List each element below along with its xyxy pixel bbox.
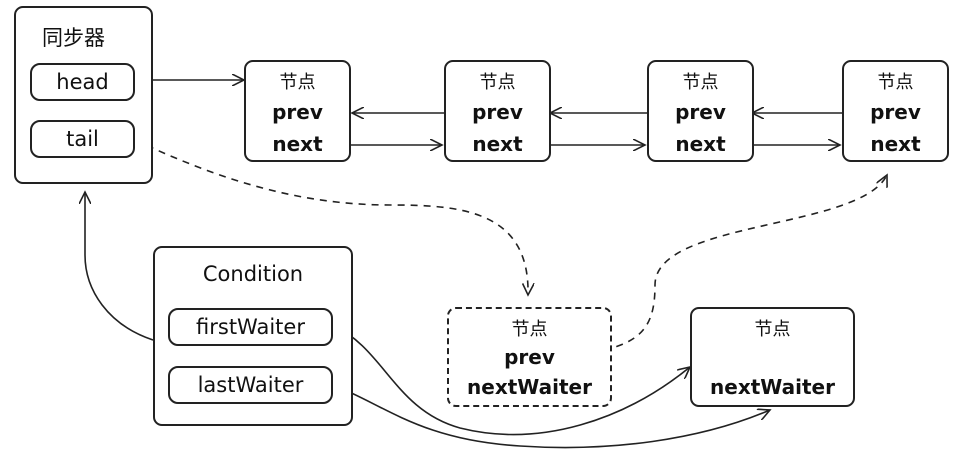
condition-to-sync-arrow [85, 192, 154, 341]
waiter-node-prev-field: prev [504, 345, 555, 369]
head-field: head [30, 63, 135, 101]
node-prev-field: prev [870, 100, 921, 124]
last-waiter-node-title: 节点 [754, 319, 791, 340]
condition-title: Condition [202, 262, 304, 286]
node-prev-field: prev [272, 100, 323, 124]
first-waiter-field: firstWaiter [168, 308, 333, 346]
first-waiter-arrow [332, 324, 690, 436]
waiter-node-title: 节点 [511, 319, 548, 340]
node-box-2: 节点 prev next [444, 60, 551, 162]
node-prev-field: prev [675, 100, 726, 124]
node-title: 节点 [877, 72, 914, 93]
node-box-1: 节点 prev next [244, 60, 351, 162]
last-waiter-node-next-waiter-field: nextWaiter [710, 375, 835, 399]
node-title: 节点 [682, 72, 719, 93]
node-next-field: next [272, 132, 323, 156]
last-waiter-field: lastWaiter [168, 366, 333, 404]
node-next-field: next [870, 132, 921, 156]
node-prev-field: prev [472, 100, 523, 124]
synchronizer-title: 同步器 [42, 26, 105, 50]
waiter-node-box: 节点 prev nextWaiter [447, 307, 612, 407]
node-title: 节点 [279, 72, 316, 93]
last-waiter-node-box: 节点 nextWaiter [690, 307, 855, 407]
node-title: 节点 [479, 72, 516, 93]
node-box-3: 节点 prev next [647, 60, 754, 162]
tail-field: tail [30, 120, 135, 158]
tail-to-waiter-node-dashed-arrow [134, 139, 528, 295]
last-waiter-arrow [332, 384, 770, 449]
node-next-field: next [472, 132, 523, 156]
waiter-node-next-waiter-field: nextWaiter [467, 375, 592, 399]
node-box-4: 节点 prev next [842, 60, 949, 162]
node-next-field: next [675, 132, 726, 156]
